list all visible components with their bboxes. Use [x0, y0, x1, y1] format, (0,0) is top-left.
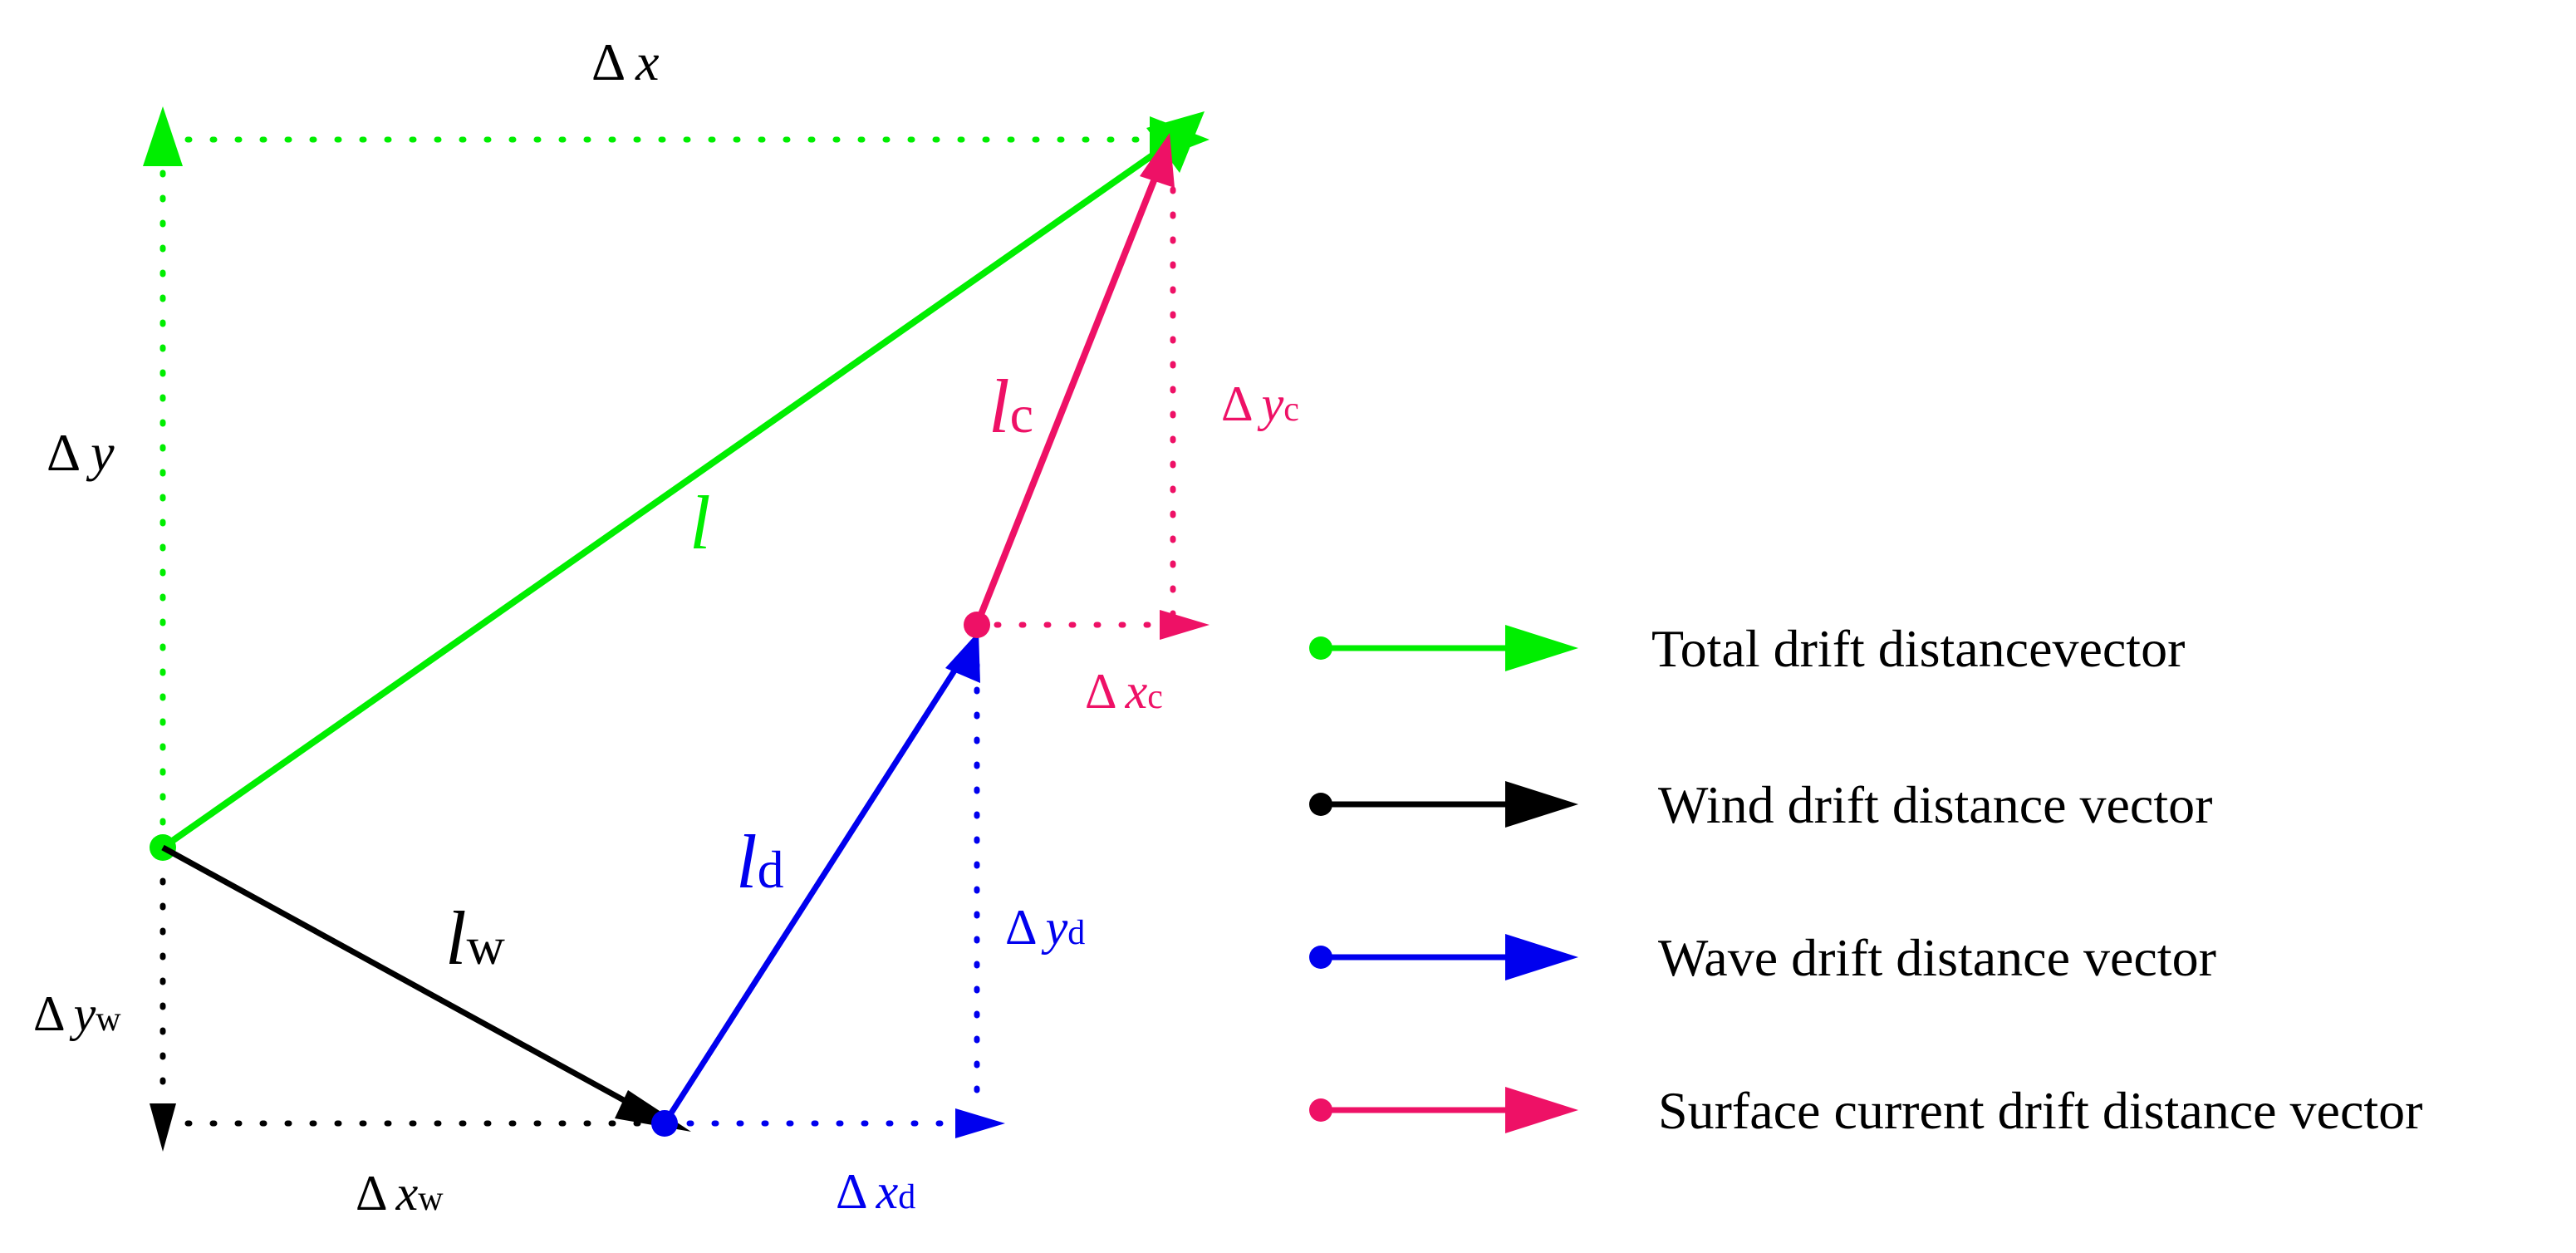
- wind-vector: [161, 844, 691, 1132]
- legend-item-total: Total drift distancevector: [1309, 619, 2185, 678]
- current-components: [994, 179, 1209, 640]
- total-components: [143, 106, 1200, 851]
- legend-item-wind: Wind drift distance vector: [1309, 775, 2212, 834]
- wave-vector: [651, 631, 980, 1137]
- wind-components: [150, 853, 651, 1152]
- label-current-l: lc: [989, 364, 1033, 449]
- total-vector: [150, 111, 1209, 861]
- legend-item-wave: Wave drift distance vector: [1309, 928, 2216, 987]
- label-total-l: l: [689, 480, 711, 565]
- wave-vector-line: [662, 655, 966, 1125]
- current-vector-origin-dot: [964, 612, 990, 638]
- current-vector: [964, 133, 1175, 638]
- wave-components: [661, 661, 1005, 1138]
- wind-vector-line: [161, 844, 650, 1117]
- legend-item-current: Surface current drift distance vector: [1309, 1081, 2422, 1140]
- wave-dx-arrowhead: [955, 1108, 1005, 1138]
- legend-wave-label: Wave drift distance vector: [1658, 928, 2216, 987]
- legend-current-label: Surface current drift distance vector: [1658, 1081, 2422, 1140]
- legend-total-arrowhead: [1505, 625, 1578, 671]
- total-vector-line: [160, 145, 1165, 851]
- wind-dy-arrowhead: [150, 1103, 176, 1152]
- legend-wind-label: Wind drift distance vector: [1658, 775, 2212, 834]
- wave-vector-arrowhead: [945, 631, 980, 683]
- current-vector-arrowhead: [1140, 133, 1175, 188]
- wave-vector-origin-dot: [651, 1110, 678, 1137]
- current-vector-line: [974, 165, 1163, 626]
- legend-total-label: Total drift distancevector: [1651, 619, 2185, 678]
- current-dx-arrowhead: [1160, 610, 1209, 640]
- legend: Total drift distancevector Wind drift di…: [1309, 619, 2422, 1140]
- total-dy-arrowhead: [143, 106, 183, 166]
- label-wind-l: lw: [445, 896, 505, 980]
- legend-wind-arrowhead: [1505, 781, 1578, 828]
- legend-wave-arrowhead: [1505, 934, 1578, 980]
- label-wave-l: ld: [736, 819, 784, 904]
- legend-current-arrowhead: [1505, 1087, 1578, 1133]
